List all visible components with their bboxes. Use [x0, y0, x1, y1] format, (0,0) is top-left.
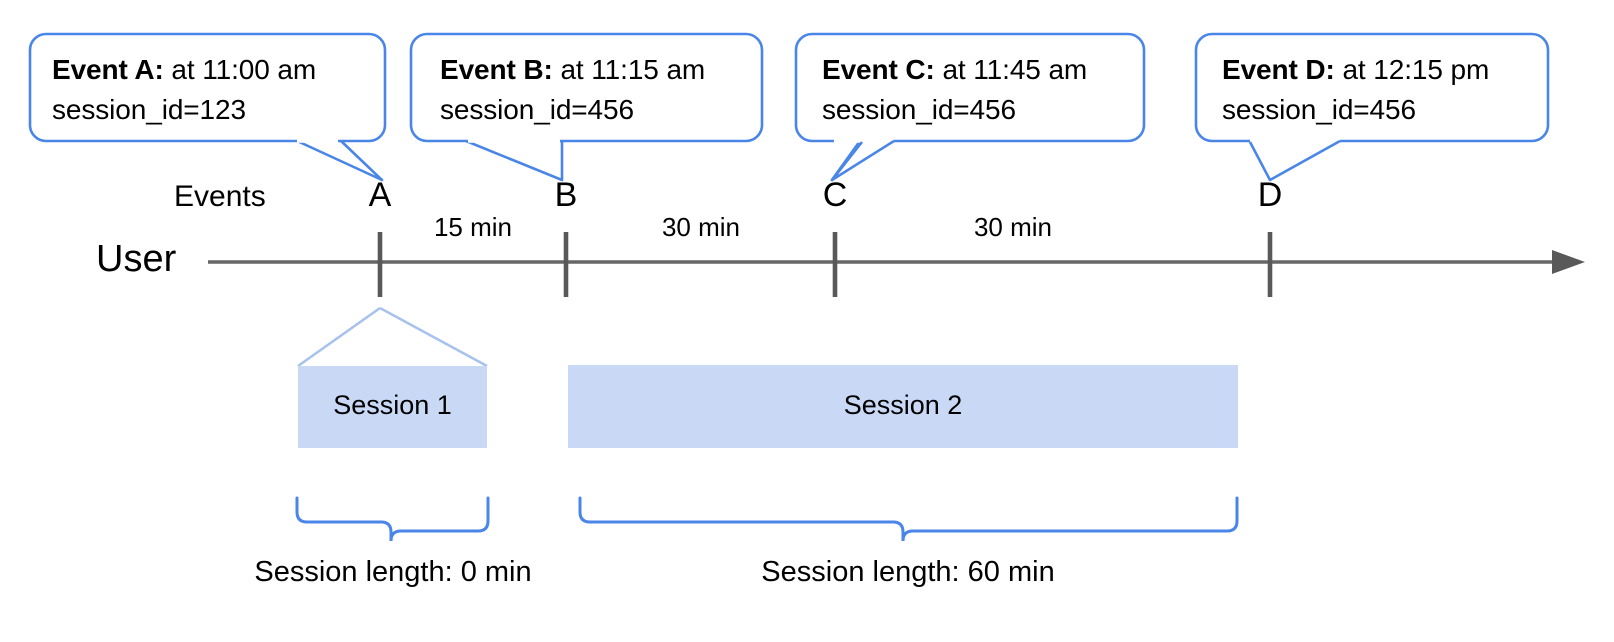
session-1-label: Session 1 — [333, 390, 452, 420]
session-1-connector — [297, 306, 488, 368]
callout-d-line2: session_id=456 — [1222, 94, 1416, 125]
callout-a-time: at 11:00 am — [163, 54, 317, 85]
session-2-length-label: Session length: 60 min — [761, 556, 1055, 588]
tick-label-b: B — [554, 176, 578, 214]
callout-d-line1: Event D: at 12:15 pm — [1222, 50, 1489, 90]
callout-b-time: at 11:15 am — [552, 54, 706, 85]
callout-a-title: Event A: — [52, 54, 164, 85]
callout-b-bubble — [409, 32, 764, 143]
session-1-connector-right — [379, 306, 488, 368]
timeline-ticks — [377, 232, 1273, 297]
axis-arrowhead-icon — [1552, 250, 1585, 274]
callout-b-tail — [464, 139, 564, 182]
callout-d-time: at 12:15 pm — [1334, 54, 1490, 85]
callout-a-line2: session_id=123 — [52, 94, 246, 125]
tick-label-c: C — [822, 176, 848, 214]
callout-b-title: Event B: — [440, 54, 553, 85]
session-1-connector-left — [297, 306, 381, 368]
callout-d-title: Event D: — [1222, 54, 1335, 85]
callout-c-bubble — [794, 32, 1146, 143]
session-1-bar — [298, 366, 487, 448]
callout-c-line2: session_id=456 — [822, 94, 1016, 125]
callout-event-a — [28, 32, 387, 182]
tick-label-d: D — [1257, 176, 1283, 214]
user-row-label: User — [96, 238, 177, 280]
session-2-brace — [578, 496, 1239, 542]
callout-event-b — [409, 32, 764, 182]
session-2-label: Session 2 — [843, 390, 963, 420]
callout-c-title: Event C: — [822, 54, 935, 85]
callout-b-line2: session_id=456 — [440, 94, 634, 125]
callout-c-line1: Event C: at 11:45 am — [822, 50, 1087, 90]
session-1-length-label: Session length: 0 min — [254, 556, 532, 588]
callout-b-line1: Event B: at 11:15 am — [440, 50, 705, 90]
callout-c-tail-stroke — [830, 139, 895, 182]
callout-c-time: at 11:45 am — [934, 54, 1088, 85]
session-1-brace — [295, 496, 490, 542]
callout-d-bubble — [1194, 32, 1550, 143]
callout-a-bubble — [28, 32, 387, 143]
callout-event-c — [794, 32, 1146, 182]
callout-event-d — [1194, 32, 1550, 182]
callout-a-tail — [293, 138, 384, 182]
session-2-bar — [568, 365, 1238, 448]
events-row-label: Events — [174, 180, 266, 213]
tick-label-a: A — [368, 176, 392, 214]
interval-label-c-d: 30 min — [973, 212, 1053, 242]
callout-d-tail — [1248, 139, 1341, 182]
timeline-axis — [208, 250, 1585, 274]
callout-a-line1: Event A: at 11:00 am — [52, 50, 316, 90]
interval-label-b-c: 30 min — [661, 212, 741, 242]
interval-label-a-b: 15 min — [433, 212, 513, 242]
